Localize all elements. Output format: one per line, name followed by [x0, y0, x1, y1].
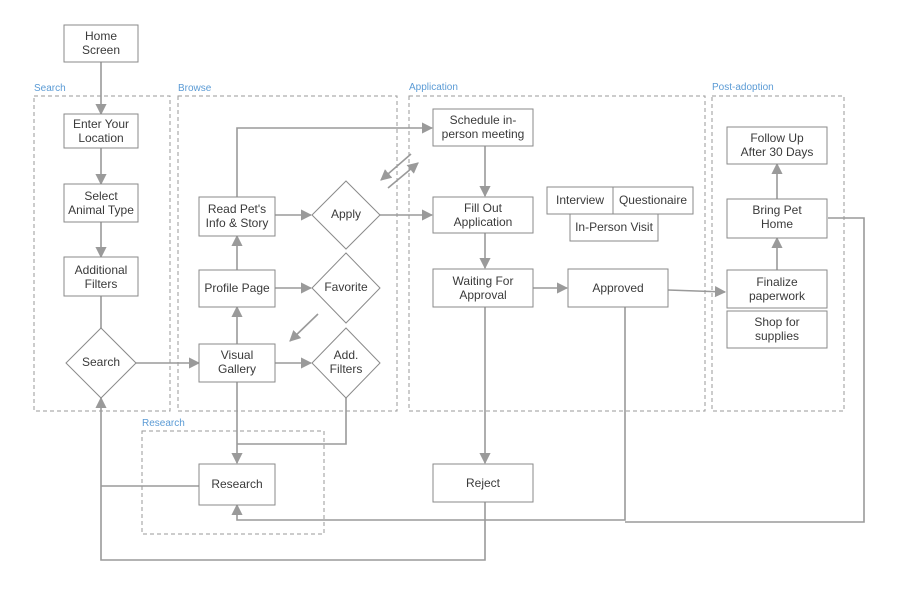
in-person-visit-label: In-Person Visit: [575, 220, 653, 234]
node-shop-supplies: Shop for supplies: [726, 310, 828, 349]
node-profile-page: Profile Page: [198, 269, 276, 308]
node-schedule-meeting: Schedule in- person meeting: [432, 108, 534, 147]
add-filters-label-line1: Add.: [334, 348, 359, 362]
bring-pet-home-label-line1: Bring Pet: [752, 203, 802, 217]
interview-box: [546, 186, 614, 215]
browse-group-label: Browse: [178, 83, 212, 94]
application-group: Application: [408, 82, 706, 412]
node-finalize-paperwork: Finalize paperwork: [726, 269, 828, 309]
connector-bringhome-to-research: [625, 217, 865, 523]
profile-page-label: Profile Page: [204, 281, 270, 295]
node-additional-filters: Additional Filters: [63, 256, 139, 297]
research-group-label: Research: [142, 418, 185, 429]
node-bring-pet-home: Bring Pet Home: [726, 198, 828, 239]
fill-application-label-line2: Application: [454, 215, 513, 229]
research-label: Research: [211, 477, 262, 491]
follow-up-label-line2: After 30 Days: [741, 145, 814, 159]
schedule-meeting-label-line2: person meeting: [442, 127, 525, 141]
node-select-animal-type: Select Animal Type: [63, 183, 139, 223]
search-group: Search: [33, 83, 171, 412]
node-approved: Approved: [567, 268, 669, 308]
finalize-paperwork-label-line1: Finalize: [756, 275, 798, 289]
node-reject: Reject: [432, 463, 534, 503]
fill-application-label-line1: Fill Out: [464, 201, 503, 215]
node-home-screen: Home Screen: [63, 24, 139, 63]
browse-group: Browse: [177, 83, 398, 412]
connector-approved-to-finalize: [667, 286, 727, 298]
additional-filters-label-line2: Filters: [85, 277, 118, 291]
search-decision-label: Search: [82, 355, 120, 369]
approved-label: Approved: [592, 281, 643, 295]
schedule-meeting-label-line1: Schedule in-: [450, 113, 517, 127]
node-visual-gallery: Visual Gallery: [198, 343, 276, 383]
waiting-approval-label-line2: Approval: [459, 288, 506, 302]
search-group-label: Search: [34, 83, 66, 94]
application-group-label: Application: [409, 82, 458, 93]
visual-gallery-label-line1: Visual: [221, 348, 253, 362]
connector-reject-to-search: [95, 396, 486, 561]
node-search-decision: Search: [65, 327, 137, 399]
enter-location-label-line1: Enter Your: [73, 117, 129, 131]
additional-filters-label-line1: Additional: [75, 263, 128, 277]
connector-schedule-to-apply-diagonal-b: [387, 162, 419, 189]
node-fill-application: Fill Out Application: [432, 196, 534, 234]
bring-pet-home-label-line2: Home: [761, 217, 793, 231]
follow-up-label-line1: Follow Up: [750, 131, 804, 145]
node-apply-decision: Apply: [311, 180, 381, 250]
connector-addfilters-to-research: [237, 398, 347, 445]
post-adoption-group: Post-adoption: [711, 82, 845, 412]
shop-supplies-label-line1: Shop for: [754, 315, 799, 329]
favorite-decision-label: Favorite: [324, 280, 368, 294]
node-interview-group: Interview Questionaire In-Person Visit: [546, 186, 694, 242]
enter-location-label-line2: Location: [78, 131, 123, 145]
node-enter-location: Enter Your Location: [63, 113, 139, 149]
in-person-visit-box: [569, 213, 659, 242]
shop-supplies-label-line2: supplies: [755, 329, 799, 343]
connector-approved-to-research: [231, 307, 626, 521]
home-screen-label-line1: Home: [85, 29, 117, 43]
connectors: [95, 62, 865, 561]
questionaire-label: Questionaire: [619, 193, 687, 207]
node-add-filters-decision: Add. Filters: [311, 327, 381, 399]
read-pet-info-label-line2: Info & Story: [206, 216, 269, 230]
waiting-approval-label-line1: Waiting For: [453, 274, 514, 288]
research-group: Research: [141, 418, 325, 535]
read-pet-info-label-line1: Read Pet's: [208, 202, 266, 216]
connector-schedule-to-apply-diagonal-a: [380, 153, 412, 181]
apply-decision-label: Apply: [331, 207, 361, 221]
reject-label: Reject: [466, 476, 501, 490]
finalize-paperwork-label-line2: paperwork: [749, 289, 806, 303]
select-animal-label-line2: Animal Type: [68, 203, 134, 217]
node-research: Research: [198, 463, 276, 506]
interview-label: Interview: [556, 193, 604, 207]
connector-favorite-to-gallery-diagonal: [289, 313, 319, 342]
select-animal-label-line1: Select: [84, 189, 118, 203]
node-follow-up: Follow Up After 30 Days: [726, 126, 828, 165]
visual-gallery-label-line2: Gallery: [218, 362, 256, 376]
add-filters-label-line2: Filters: [330, 362, 363, 376]
node-favorite-decision: Favorite: [311, 252, 381, 324]
node-read-pet-info: Read Pet's Info & Story: [198, 196, 276, 237]
post-adoption-group-label: Post-adoption: [712, 82, 774, 93]
home-screen-label-line2: Screen: [82, 43, 120, 57]
connector-readinfo-to-schedule: [236, 122, 434, 197]
node-waiting-approval: Waiting For Approval: [432, 268, 534, 308]
